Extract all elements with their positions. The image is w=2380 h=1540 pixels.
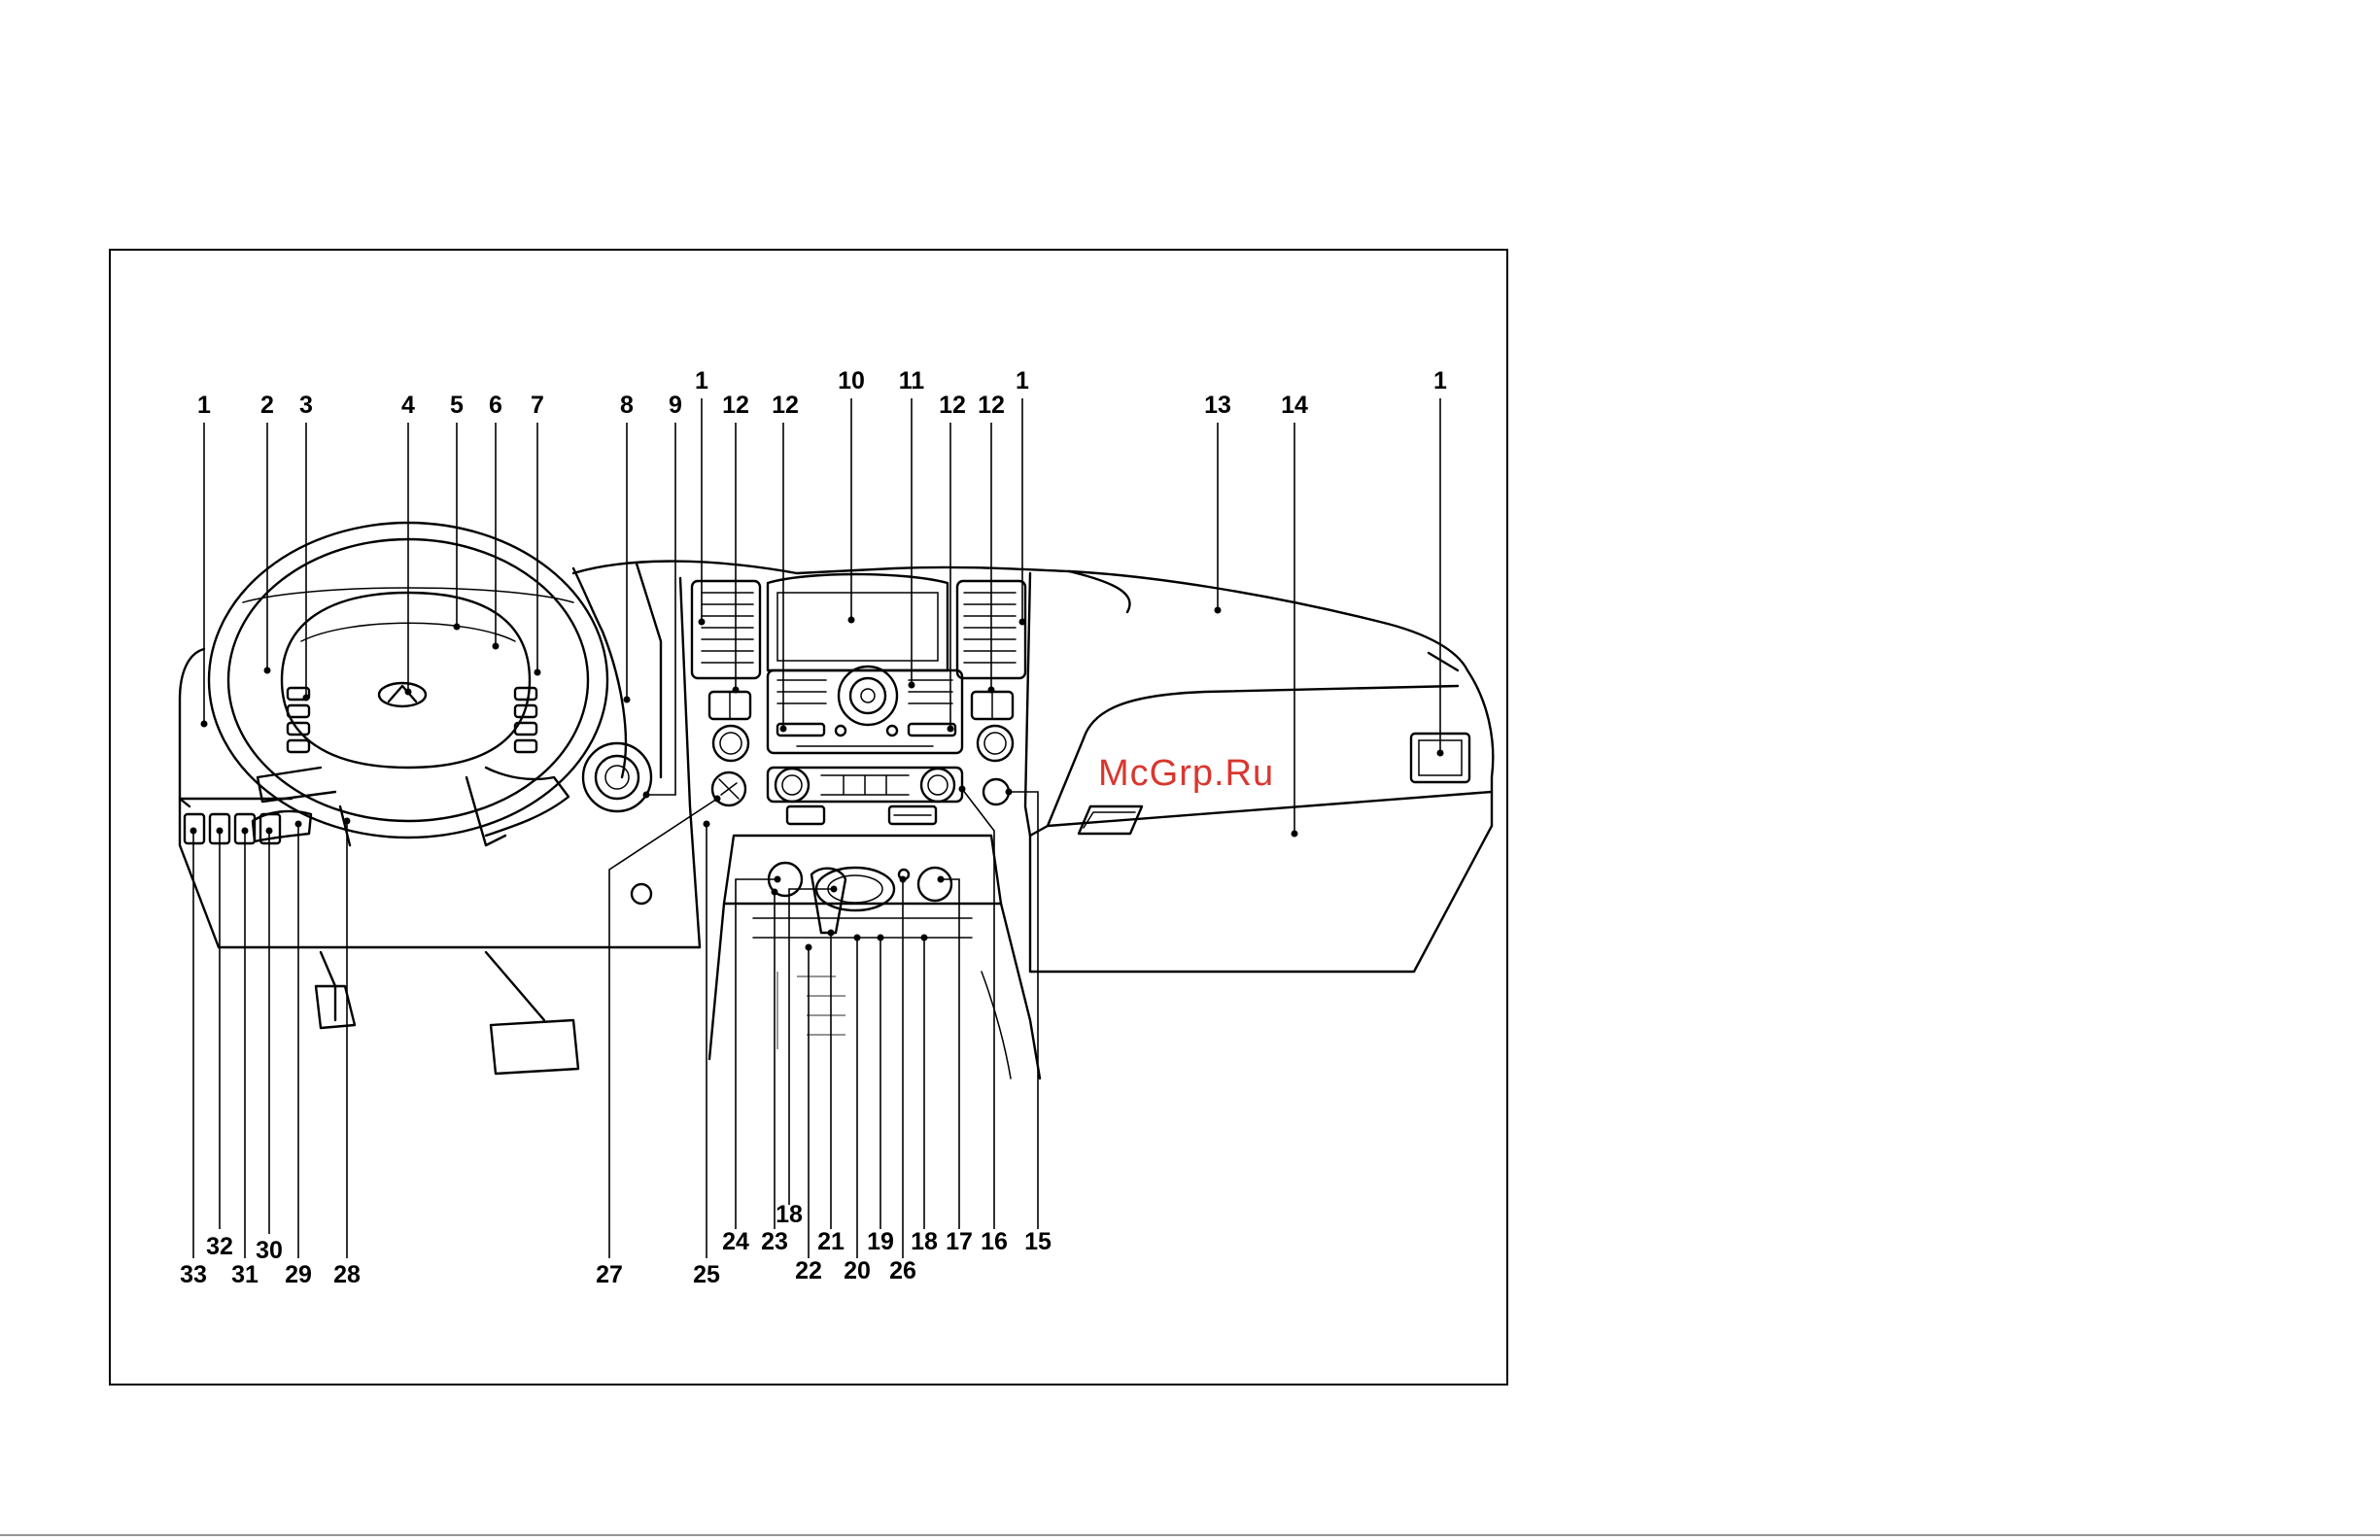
callout-18b: 18	[911, 1228, 938, 1255]
callout-12d: 12	[978, 392, 1005, 419]
callout-10: 10	[838, 367, 865, 394]
leader-24	[736, 879, 777, 1229]
callout-13: 13	[1204, 392, 1231, 419]
callout-17: 17	[946, 1228, 973, 1255]
callout-23: 23	[761, 1228, 788, 1255]
callout-27: 27	[596, 1261, 623, 1288]
leader-17	[941, 879, 959, 1229]
leader-lines	[190, 398, 1444, 1258]
leader-18a	[789, 889, 834, 1205]
callout-8: 8	[620, 392, 634, 419]
callout-29: 29	[285, 1261, 312, 1288]
callout-9: 9	[669, 392, 682, 419]
leader-16	[962, 789, 994, 1229]
callout-11: 11	[899, 367, 925, 394]
callout-18a: 18	[776, 1201, 803, 1228]
callout-28: 28	[333, 1261, 361, 1288]
watermark-text: McGrp.Ru	[1098, 753, 1274, 794]
callout-31: 31	[231, 1261, 259, 1288]
callout-7: 7	[531, 392, 544, 419]
callout-20: 20	[844, 1257, 871, 1284]
callout-12b: 12	[772, 392, 799, 419]
callout-14: 14	[1281, 392, 1308, 419]
callout-4: 4	[401, 392, 415, 419]
callout-6: 6	[489, 392, 502, 419]
callout-24: 24	[722, 1228, 749, 1255]
leader-15	[1009, 792, 1038, 1229]
callout-2: 2	[260, 392, 274, 419]
callout-15: 15	[1024, 1228, 1052, 1255]
callout-1b: 1	[695, 367, 708, 394]
callout-33: 33	[180, 1261, 207, 1288]
dashboard-drawing	[180, 523, 1493, 1078]
callout-30: 30	[256, 1237, 283, 1264]
callout-labels: 1 2 3 4 5 6 7 8 9 1 12 12 10 11 12 12 1 …	[180, 367, 1447, 1288]
callout-21: 21	[817, 1228, 845, 1255]
callout-1a: 1	[197, 392, 211, 419]
callout-22: 22	[795, 1257, 822, 1284]
callout-1c: 1	[1016, 367, 1029, 394]
callout-12a: 12	[722, 392, 749, 419]
leader-27	[609, 799, 717, 1258]
callout-3: 3	[299, 392, 313, 419]
callout-32: 32	[206, 1233, 233, 1260]
callout-25: 25	[693, 1261, 720, 1288]
callout-5: 5	[450, 392, 464, 419]
callout-26: 26	[889, 1257, 916, 1284]
callout-12c: 12	[939, 392, 966, 419]
callout-16: 16	[981, 1228, 1008, 1255]
callout-1d: 1	[1433, 367, 1447, 394]
callout-19: 19	[867, 1228, 894, 1255]
